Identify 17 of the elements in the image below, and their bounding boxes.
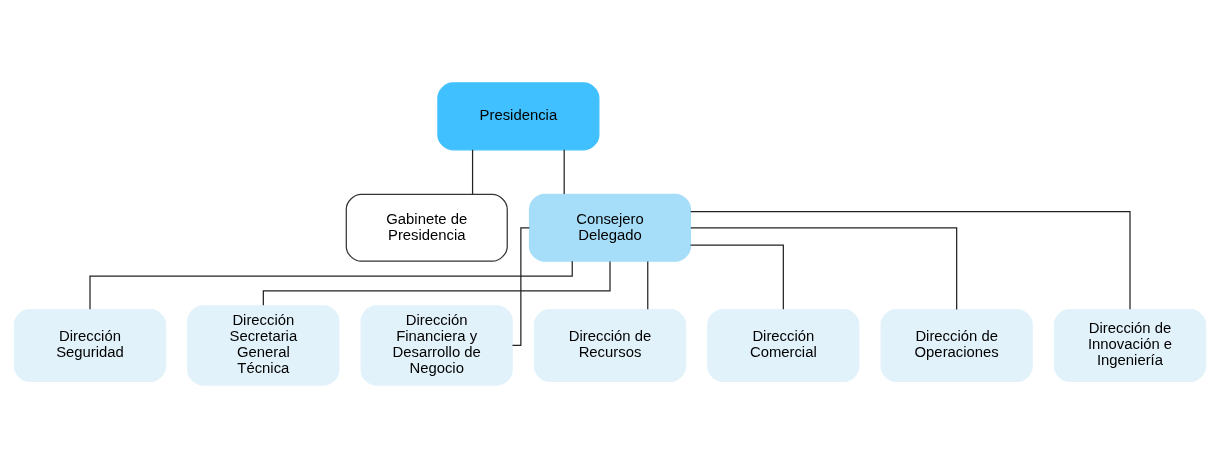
node-box: Presidencia (437, 82, 600, 151)
node-box: Gabinete de Presidencia (345, 193, 508, 262)
node-box: Dirección Seguridad (13, 308, 167, 382)
node-box: Dirección Comercial (707, 308, 860, 382)
connector (563, 149, 565, 195)
node-box: Dirección de Innovación e Ingeniería (1053, 308, 1207, 382)
connector (689, 244, 784, 310)
node-box: Dirección Financiera y Desarrollo de Negocio (360, 305, 513, 386)
connector (511, 227, 530, 347)
node-box: Consejero Delegado (528, 193, 692, 262)
node-box: Dirección de Operaciones (880, 308, 1033, 382)
node-box: Dirección de Recursos (533, 308, 687, 382)
connector (690, 211, 1131, 310)
connector (690, 227, 958, 311)
node-box: Dirección Secretaria General Técnica (187, 305, 340, 386)
connector (647, 260, 649, 310)
connector (471, 149, 474, 195)
